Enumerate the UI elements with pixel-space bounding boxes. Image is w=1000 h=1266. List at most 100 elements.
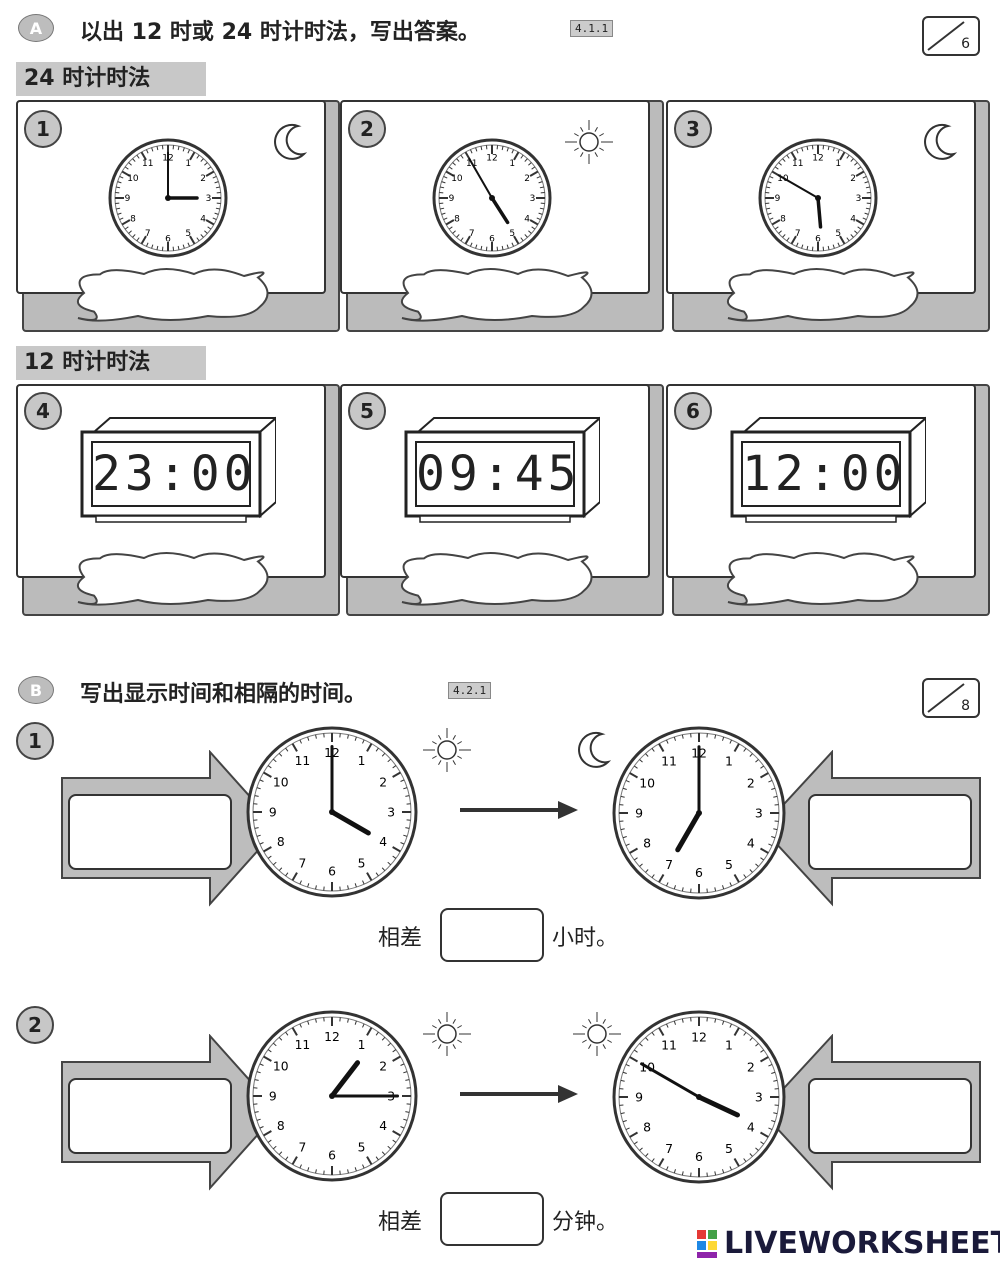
section-b-score-box: 8 xyxy=(922,678,980,718)
question-number: 4 xyxy=(24,392,62,430)
svg-text:2: 2 xyxy=(524,174,530,184)
svg-text:12: 12 xyxy=(324,1030,340,1044)
svg-text:6: 6 xyxy=(695,865,703,880)
svg-text:6: 6 xyxy=(328,864,336,878)
svg-text:1: 1 xyxy=(725,1038,733,1053)
svg-text:12: 12 xyxy=(812,154,823,164)
svg-text:4: 4 xyxy=(747,1119,755,1134)
svg-text:11: 11 xyxy=(142,159,153,169)
svg-text:1: 1 xyxy=(185,159,191,169)
svg-text:3: 3 xyxy=(206,194,212,204)
moon-icon xyxy=(578,731,612,768)
answer-cloud[interactable] xyxy=(388,262,602,324)
moon-icon xyxy=(924,123,958,160)
svg-text:9: 9 xyxy=(269,805,277,819)
sun-icon xyxy=(565,118,613,166)
end-time-answer-box[interactable] xyxy=(808,1078,972,1154)
start-time-answer-box[interactable] xyxy=(68,1078,232,1154)
svg-text:9: 9 xyxy=(269,1089,277,1103)
svg-text:4: 4 xyxy=(747,835,755,850)
start-time-answer-box[interactable] xyxy=(68,794,232,870)
answer-cloud[interactable] xyxy=(388,546,602,608)
sun-icon xyxy=(423,726,471,774)
elapsed-arrow xyxy=(458,1082,580,1110)
svg-text:8: 8 xyxy=(643,835,651,850)
analog-question-3: 3123456789101112 xyxy=(666,100,990,332)
section-b-score-total: 8 xyxy=(961,698,970,714)
elapsed-arrow xyxy=(458,798,580,826)
answer-cloud[interactable] xyxy=(714,262,928,324)
svg-text:7: 7 xyxy=(469,229,475,239)
svg-text:4: 4 xyxy=(200,214,206,224)
group-24h-title: 24 时计时法 xyxy=(16,62,206,96)
svg-text:10: 10 xyxy=(127,174,139,184)
svg-text:7: 7 xyxy=(299,857,307,871)
svg-text:5: 5 xyxy=(358,857,366,871)
svg-text:1: 1 xyxy=(358,754,366,768)
question-number: 2 xyxy=(16,1006,54,1044)
svg-text:12: 12 xyxy=(486,154,497,164)
svg-text:10: 10 xyxy=(639,775,655,790)
moon-icon xyxy=(274,123,308,160)
svg-text:2: 2 xyxy=(200,174,206,184)
analog-question-2: 2123456789101112 xyxy=(340,100,664,332)
digital-question-4: 4 23:00 xyxy=(16,384,340,616)
svg-text:1: 1 xyxy=(509,159,515,169)
sun-icon xyxy=(423,1010,471,1058)
digital-question-6: 6 12:00 xyxy=(666,384,990,616)
svg-text:4: 4 xyxy=(524,214,530,224)
question-number: 2 xyxy=(348,110,386,148)
svg-text:9: 9 xyxy=(125,194,131,204)
question-number: 5 xyxy=(348,392,386,430)
svg-text:10: 10 xyxy=(273,1060,289,1074)
liveworksheets-logo-icon xyxy=(697,1229,717,1258)
question-number: 1 xyxy=(16,722,54,760)
difference-answer-box[interactable] xyxy=(440,908,544,962)
svg-text:3: 3 xyxy=(755,805,763,820)
svg-text:5: 5 xyxy=(509,229,515,239)
svg-text:10: 10 xyxy=(273,776,289,790)
digital-time: 12:00 xyxy=(742,446,907,502)
section-a-title: 以出 12 时或 24 时计时法，写出答案。 xyxy=(80,20,480,45)
svg-text:7: 7 xyxy=(665,857,673,872)
answer-cloud[interactable] xyxy=(64,262,278,324)
answer-cloud[interactable] xyxy=(64,546,278,608)
section-b-title: 写出显示时间和相隔的时间。 xyxy=(80,682,367,707)
difference-suffix: 分钟。 xyxy=(552,1210,619,1235)
svg-text:11: 11 xyxy=(661,1038,677,1053)
digital-clock: 12:00 xyxy=(730,414,926,524)
svg-text:3: 3 xyxy=(387,805,395,819)
difference-answer-box[interactable] xyxy=(440,1192,544,1246)
section-a-score-total: 6 xyxy=(961,36,970,52)
svg-text:5: 5 xyxy=(725,1141,733,1156)
question-number: 6 xyxy=(674,392,712,430)
svg-text:7: 7 xyxy=(145,229,151,239)
end-time-answer-box[interactable] xyxy=(808,794,972,870)
svg-text:6: 6 xyxy=(328,1148,336,1162)
svg-text:4: 4 xyxy=(379,835,387,849)
svg-text:8: 8 xyxy=(454,214,460,224)
svg-text:2: 2 xyxy=(379,776,387,790)
digital-time: 09:45 xyxy=(416,446,581,502)
answer-cloud[interactable] xyxy=(714,546,928,608)
svg-text:3: 3 xyxy=(856,194,862,204)
svg-text:9: 9 xyxy=(775,194,781,204)
svg-text:4: 4 xyxy=(850,214,856,224)
svg-text:1: 1 xyxy=(835,159,841,169)
difference-prefix: 相差 xyxy=(378,926,423,951)
section-a-badge: A xyxy=(18,14,54,42)
group-12h-title: 12 时计时法 xyxy=(16,346,206,380)
svg-text:1: 1 xyxy=(725,754,733,769)
svg-text:7: 7 xyxy=(795,229,801,239)
svg-text:6: 6 xyxy=(489,235,495,245)
svg-text:2: 2 xyxy=(379,1060,387,1074)
digital-clock: 23:00 xyxy=(80,414,276,524)
svg-text:8: 8 xyxy=(130,214,136,224)
svg-text:11: 11 xyxy=(792,159,803,169)
svg-text:1: 1 xyxy=(358,1038,366,1052)
